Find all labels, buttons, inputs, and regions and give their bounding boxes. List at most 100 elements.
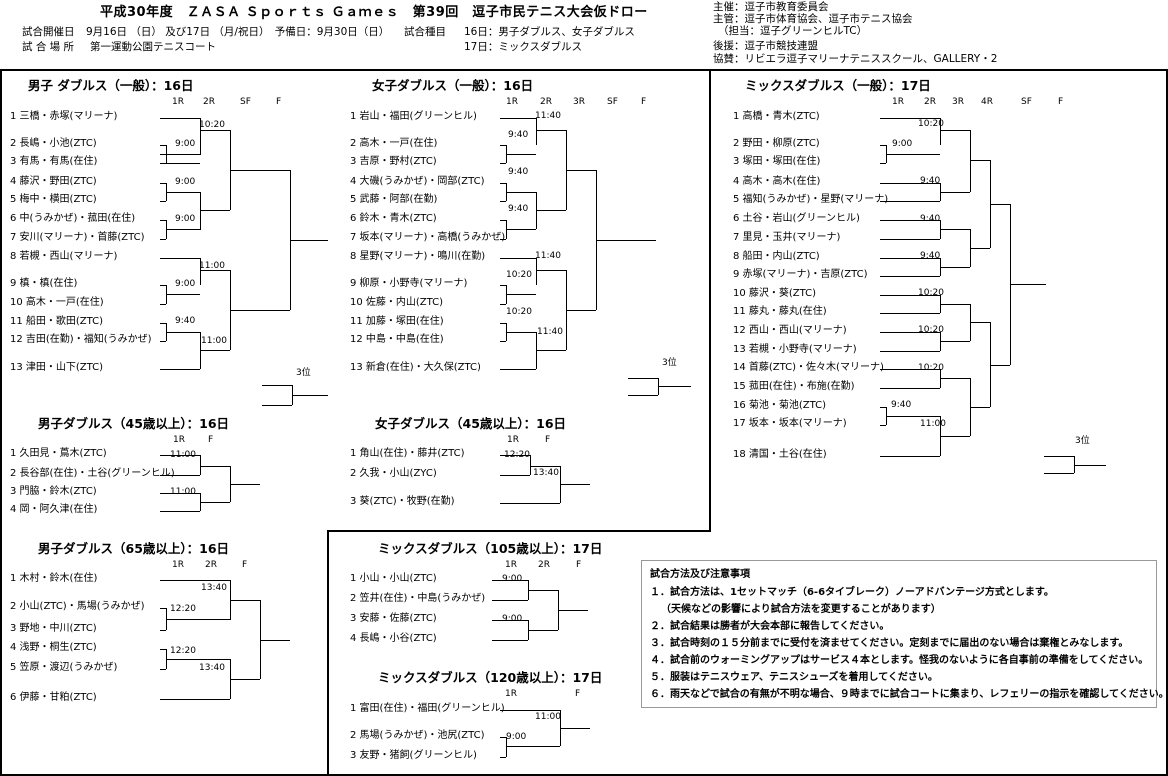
- bracket-line-md-open: [200, 270, 230, 271]
- entry-xd-open: 14 首藤(ZTC)・佐々木(マリーナ): [733, 362, 884, 373]
- round-label-wd-45: 1R: [507, 435, 519, 445]
- entry-md-65: 2 小山(ZTC)・馬場(うみかぜ): [10, 601, 145, 612]
- entry-xd-open: 18 清国・土谷(在住): [733, 449, 827, 460]
- bracket-line-md-open: [200, 145, 201, 155]
- round-label-xd-120: F: [575, 689, 581, 699]
- match-time-xd-open: 9:40: [920, 176, 941, 186]
- entry-md-45: 3 門脇・鈴木(ZTC): [10, 486, 97, 497]
- bracket-line-md-open: [166, 192, 200, 193]
- match-time-md-open: 9:00: [175, 214, 196, 224]
- divider-vertical-bottom: [327, 530, 329, 776]
- bracket-line-xd-open: [940, 118, 941, 145]
- entry-wd-open: 10 佐藤・内山(ZTC): [350, 297, 444, 308]
- match-time-xd-120: 9:00: [506, 732, 527, 742]
- entry-xd-open: 10 藤沢・葵(ZTC): [733, 288, 817, 299]
- third-place-label-xd-open: 3位: [1075, 436, 1090, 446]
- entry-md-open: 4 藤沢・野田(ZTC): [10, 176, 97, 187]
- entry-xd-open: 3 塚田・塚田(在住): [733, 156, 821, 167]
- bracket-line-md-open: [160, 285, 166, 286]
- entry-md-45: 2 長谷部(在住)・土谷(グリーンヒル): [10, 468, 175, 479]
- bracket-line-wd-45: [500, 455, 530, 456]
- entry-xd-open: 4 高木・高木(在住): [733, 176, 821, 187]
- bracket-line-xd-105: [492, 600, 528, 601]
- bracket-line-md-open: [160, 145, 166, 146]
- entry-wd-open: 4 大磯(うみかぜ)・岡部(ZTC): [350, 176, 485, 187]
- bracket-line-wd-open: [500, 118, 536, 119]
- bracket-line-md-open: [166, 154, 200, 155]
- bracket-line-xd-105: [492, 640, 528, 641]
- match-time-md-65: 13:40: [199, 663, 225, 673]
- entry-xd-open: 7 里見・玉井(マリーナ): [733, 232, 841, 243]
- bracket-line-wd-open: [500, 323, 506, 324]
- bracket-line-md-open: [230, 170, 290, 171]
- entry-wd-open: 8 星野(マリーナ)・鳴川(在勤): [350, 251, 486, 262]
- bracket-line-md-65: [160, 580, 230, 581]
- bracket-line-xd-open: [940, 229, 970, 230]
- bracket-line-md-open: [160, 369, 200, 370]
- venue-value: 第一運動公園テニスコート: [90, 41, 216, 53]
- bracket-line-wd-open: [628, 378, 658, 379]
- organizer-line-5: 協賛：リビエラ逗子マリーナテニススクール、GALLERY・2: [713, 53, 998, 65]
- entry-xd-open: 2 野田・柳原(ZTC): [733, 138, 820, 149]
- match-time-wd-open: 10:20: [506, 307, 532, 317]
- bracket-line-wd-45: [560, 484, 590, 485]
- match-time-wd-open: 10:20: [506, 270, 532, 280]
- bracket-line-xd-open: [880, 183, 940, 184]
- bracket-line-xd-open: [880, 276, 940, 277]
- match-time-wd-45: 13:40: [533, 468, 559, 478]
- bracket-line-xd-open: [880, 369, 940, 370]
- match-time-wd-open: 9:40: [508, 204, 529, 214]
- bracket-line-md-open: [160, 201, 166, 202]
- round-label-md-open: 2R: [203, 97, 215, 107]
- bracket-line-xd-open: [880, 201, 940, 202]
- bracket-line-xd-open: [880, 295, 940, 296]
- bracket-line-xd-120: [560, 728, 590, 729]
- bracket-line-md-65: [160, 649, 166, 650]
- match-time-md-65: 12:20: [170, 646, 196, 656]
- entry-wd-open: 5 武藤・阿部(在勤): [350, 194, 438, 205]
- match-time-md-open: 9:00: [175, 279, 196, 289]
- bracket-line-xd-open: [940, 378, 970, 379]
- bracket-line-wd-open: [536, 130, 566, 131]
- entry-xd-open: 9 赤塚(マリーナ)・吉原(ZTC): [733, 269, 868, 280]
- entry-xd-120: 1 富田(在住)・福田(グリーンヒル): [350, 703, 505, 714]
- round-label-xd-open: SF: [1021, 97, 1032, 107]
- entry-xd-open: 12 西山・西山(マリーナ): [733, 325, 847, 336]
- round-label-xd-105: 2R: [538, 560, 550, 570]
- round-label-xd-open: F: [1058, 97, 1064, 107]
- match-time-md-65: 12:20: [170, 604, 196, 614]
- bracket-line-xd-open: [880, 407, 886, 408]
- notes-item-3: ３．試合時刻の１５分前までに受付を済ませてください。定刻までに届出のない場合は棄…: [650, 638, 1129, 649]
- bracket-line-wd-open: [626, 240, 656, 241]
- entry-wd-open: 12 中島・中島(在住): [350, 334, 444, 345]
- bracket-line-xd-open: [940, 267, 970, 268]
- bracket-line-xd-open: [1044, 473, 1074, 474]
- bracket-line-xd-open: [880, 220, 940, 221]
- entry-xd-120: 3 友野・猪飼(グリーンヒル): [350, 750, 477, 761]
- match-time-wd-open: 11:40: [537, 327, 563, 337]
- notes-box: 試合方法及び注意事項 １．試合方法は、1セットマッチ（6-6タイブレーク）ノーア…: [641, 560, 1168, 708]
- match-time-xd-open: 9:40: [891, 400, 912, 410]
- round-label-wd-open: SF: [607, 97, 618, 107]
- entry-md-65: 5 笠原・渡辺(うみかぜ): [10, 662, 118, 673]
- organizer-line-1: 主催：逗子市教育委員会: [713, 1, 829, 13]
- bracket-line-md-open: [262, 385, 292, 386]
- bracket-line-xd-open: [886, 154, 940, 155]
- entry-md-open: 7 安川(マリーナ)・首藤(ZTC): [10, 232, 145, 243]
- bracket-line-xd-open: [886, 416, 940, 417]
- entry-wd-open: 1 岩山・福田(グリーンヒル): [350, 111, 477, 122]
- entry-xd-open: 6 土谷・岩山(グリーンヒル): [733, 213, 860, 224]
- third-place-label-wd-open: 3位: [662, 358, 677, 368]
- bracket-line-xd-open: [880, 332, 940, 333]
- divider-horizontal-mid: [327, 530, 711, 532]
- round-label-xd-open: 4R: [981, 97, 993, 107]
- bracket-line-wd-open: [536, 210, 566, 211]
- round-label-xd-105: 1R: [505, 560, 517, 570]
- bracket-line-md-open: [166, 229, 200, 230]
- bracket-line-md-open: [166, 294, 200, 295]
- bracket-line-md-open: [200, 130, 230, 131]
- bracket-line-xd-open: [940, 192, 970, 193]
- bracket-line-wd-open: [500, 369, 536, 370]
- bracket-line-md-open: [200, 192, 201, 230]
- bracket-title-md-65: 男子ダブルス（65歳以上）：16日: [38, 541, 230, 556]
